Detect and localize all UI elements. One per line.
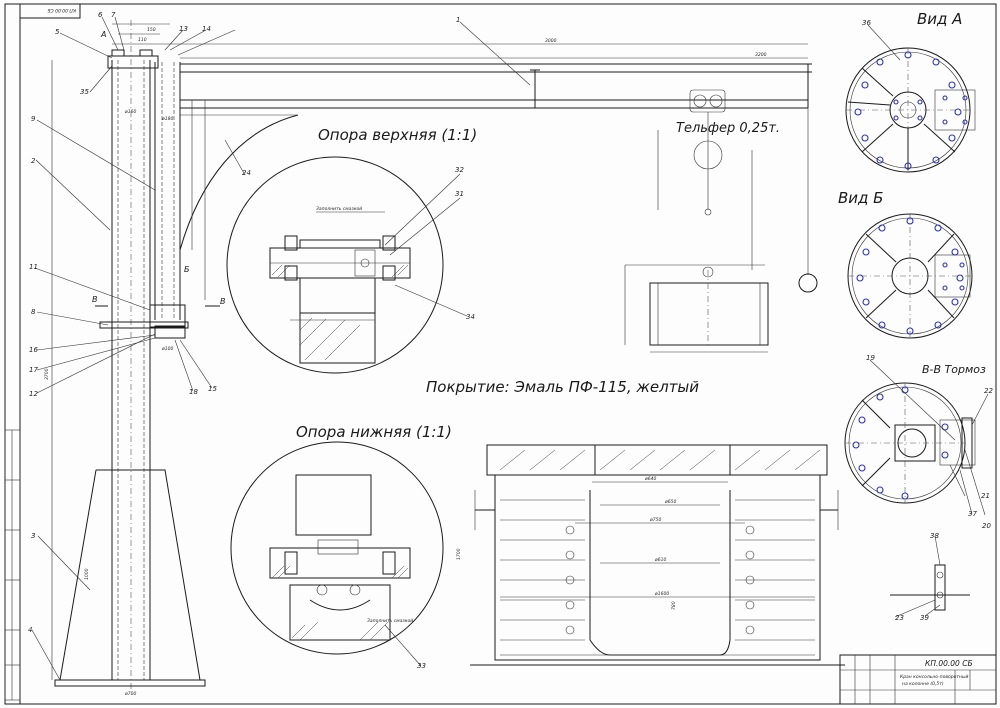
callout-11: 11 <box>29 263 38 271</box>
callout-22: 22 <box>984 387 993 395</box>
callout-37: 37 <box>968 510 977 518</box>
coating-note: Покрытие: Эмаль ПФ-115, желтый <box>426 378 699 396</box>
title-block <box>839 654 997 705</box>
callout-5: 5 <box>55 28 60 36</box>
view-a-flange <box>845 47 976 173</box>
dim-1000: 1000 <box>84 568 90 580</box>
title-name-1: Кран консольно-поворотный <box>900 674 968 680</box>
section-v-right: В <box>220 297 226 306</box>
view-a-title: Вид А <box>917 10 962 28</box>
hoist-label: Тельфер 0,25т. <box>676 121 780 136</box>
callout-3: 3 <box>31 532 35 540</box>
callout-23: 23 <box>895 614 904 622</box>
brake-lever-detail <box>890 564 970 611</box>
dim-d1600: ø1600 <box>654 591 669 597</box>
callout-32: 32 <box>455 166 464 174</box>
dim-d180: ø180 <box>161 116 173 122</box>
dim-780: 780 <box>671 601 677 610</box>
inner-frame <box>19 3 997 705</box>
callout-12: 12 <box>29 390 38 398</box>
view-b-flange <box>847 213 973 339</box>
callout-38: 38 <box>930 532 939 540</box>
drum-assembly <box>624 264 769 353</box>
dim-d640: ø640 <box>644 476 656 482</box>
callout-14: 14 <box>202 25 211 33</box>
callout-15: 15 <box>208 385 217 393</box>
upper-support-title: Опора верхняя (1:1) <box>318 126 477 144</box>
callout-19: 19 <box>866 354 875 362</box>
callout-6: 6 <box>98 11 103 19</box>
dim-1700: 1700 <box>456 548 462 560</box>
callout-39: 39 <box>920 614 929 622</box>
callout-8: 8 <box>31 308 36 316</box>
svg-text:110: 110 <box>138 37 147 43</box>
callout-36: 36 <box>862 19 871 27</box>
callout-9: 9 <box>31 115 36 123</box>
callout-1: 1 <box>456 16 460 24</box>
callout-33: 33 <box>417 662 426 670</box>
top-code-box: КП.00.00 СБ <box>19 3 81 19</box>
foundation: ø640 ø650 ø750 ø610 ø1600 1700 780 <box>456 444 845 666</box>
top-code-text: КП.00.00 СБ <box>47 7 76 13</box>
dim-d160: ø160 <box>124 109 136 115</box>
upper-support-detail <box>226 156 444 374</box>
title-name-2: на колонне (0,5т) <box>902 681 944 687</box>
callout-16: 16 <box>29 346 38 354</box>
callout-24: 24 <box>242 169 251 177</box>
svg-text:150: 150 <box>147 27 156 33</box>
callout-35: 35 <box>80 88 89 96</box>
left-margin-stamps <box>4 429 21 701</box>
top-dimensions: 3000 3200 150 110 ø160 ø180 ø100 3700 10… <box>44 23 808 697</box>
callout-21: 21 <box>981 492 990 500</box>
callout-2: 2 <box>31 157 36 165</box>
callout-20: 20 <box>982 522 991 530</box>
callout-34: 34 <box>466 313 475 321</box>
grease-note-bottom: Заполнить смазкой <box>367 618 413 624</box>
callout-7: 7 <box>111 11 116 19</box>
view-b-title: Вид Б <box>838 189 883 207</box>
dim-d650: ø650 <box>664 499 676 505</box>
dim-d700: ø700 <box>124 691 136 697</box>
callout-leaders <box>31 16 989 681</box>
section-vv-title: В-В Тормоз <box>922 363 986 376</box>
callout-31: 31 <box>455 190 464 198</box>
lower-support-detail <box>230 441 444 655</box>
section-b-letter: Б <box>184 265 190 274</box>
callout-18: 18 <box>189 388 198 396</box>
section-markers: А Б В В <box>92 30 226 307</box>
title-code: КП.00.00 СБ <box>925 659 973 668</box>
dim-d100: ø100 <box>161 346 173 352</box>
dim-3000: 3000 <box>545 38 557 44</box>
column-assembly <box>54 20 812 690</box>
grease-note-top: Заполнить смазкой <box>316 206 362 212</box>
hoist-assembly <box>657 89 818 293</box>
lower-support-title: Опора нижняя (1:1) <box>296 423 452 441</box>
dim-d750: ø750 <box>649 517 661 523</box>
callout-4: 4 <box>28 626 32 634</box>
section-vv-brake <box>844 382 976 504</box>
dim-3700: 3700 <box>44 368 50 380</box>
callout-17: 17 <box>29 366 38 374</box>
dim-d610: ø610 <box>654 557 666 563</box>
callout-numbers: 1 2 3 4 5 6 7 8 9 11 12 13 14 15 16 17 1… <box>28 11 993 670</box>
sheet-border <box>4 3 997 705</box>
section-a-letter: А <box>100 30 106 39</box>
dim-3200: 3200 <box>755 52 767 58</box>
callout-13: 13 <box>179 25 188 33</box>
section-v-left: В <box>92 295 98 304</box>
